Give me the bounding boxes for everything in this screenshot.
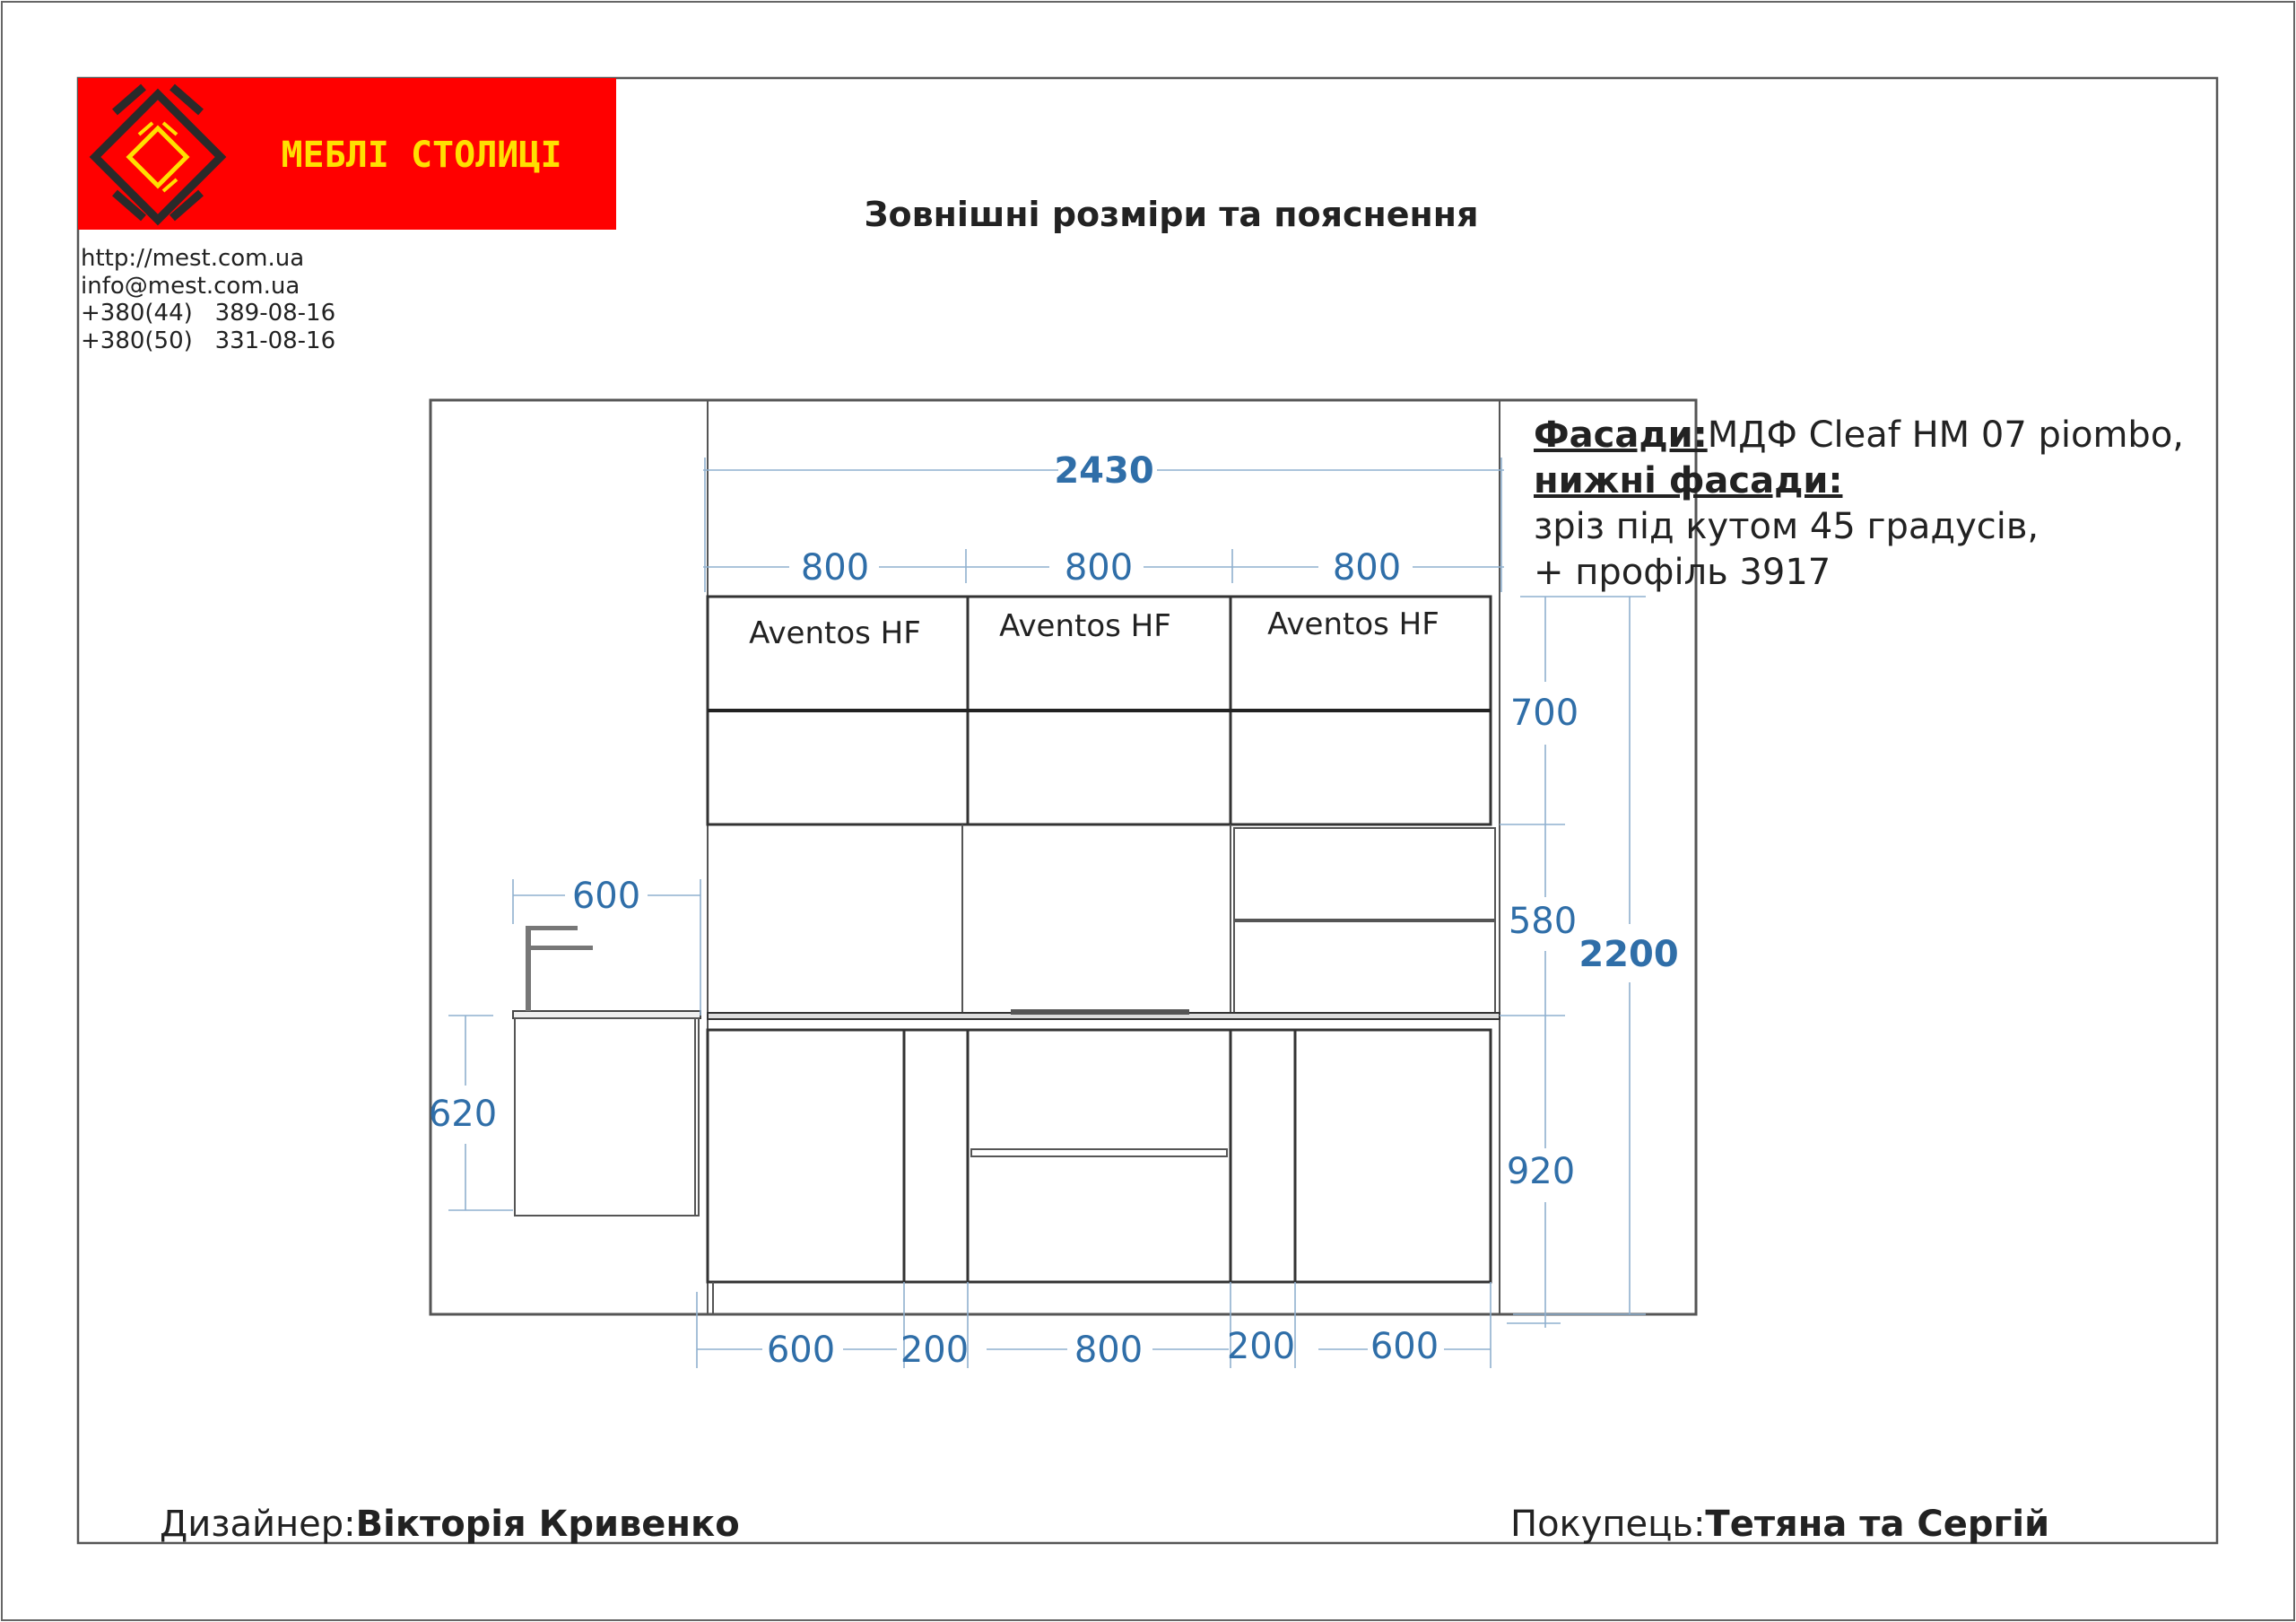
cabinet-label: Aventos HF xyxy=(749,615,921,651)
dimension-labels: 2430 800 800 800 600 620 600 200 800 200… xyxy=(429,450,1679,1371)
designer-label: Дизайнер: xyxy=(160,1504,356,1545)
dim-height: 920 xyxy=(1507,1151,1575,1192)
dim-sink-width: 600 xyxy=(572,876,640,917)
footer: Дизайнер:Вікторія Кривенко Покупець:Тетя… xyxy=(160,1504,2049,1545)
phone-2: +380(50) 331-08-16 xyxy=(81,327,335,354)
upper-cabinets: Aventos HF Aventos HF Aventos HF xyxy=(706,595,1492,826)
designer-name: Вікторія Кривенко xyxy=(356,1504,740,1545)
drawer-handle xyxy=(970,1148,1228,1157)
logo-brand-name: МЕБЛІ СТОЛИЦІ xyxy=(281,135,561,176)
svg-text:Покупець:Тетяна та Сергій: Покупець:Тетяна та Сергій xyxy=(1510,1504,2049,1545)
dim-bottom-width: 800 xyxy=(1074,1330,1143,1371)
customer-label: Покупець: xyxy=(1510,1504,1705,1545)
sink-cabinet xyxy=(512,926,701,1216)
dim-upper-width: 800 xyxy=(1065,547,1133,589)
notes-line-4: + профіль 3917 xyxy=(1534,552,1831,593)
dim-bottom-width: 600 xyxy=(1370,1326,1439,1367)
dim-total-width: 2430 xyxy=(1054,450,1153,492)
customer-name: Тетяна та Сергій xyxy=(1705,1504,2049,1545)
dim-upper-width: 800 xyxy=(1333,547,1401,589)
svg-text:Фасади:МДФ Cleaf HM 07 piombo,: Фасади:МДФ Cleaf HM 07 piombo, xyxy=(1534,414,2184,456)
room-elevation xyxy=(429,398,1698,1316)
notes-line-3: зріз під кутом 45 градусів, xyxy=(1534,506,2039,547)
logo-diamond-icon xyxy=(89,83,227,226)
facades-value: МДФ Cleaf HM 07 piombo, xyxy=(1708,414,2184,456)
faucet-icon xyxy=(526,926,593,1011)
dim-bottom-width: 600 xyxy=(767,1330,835,1371)
company-logo: МЕБЛІ СТОЛИЦІ xyxy=(78,78,616,230)
dim-bottom-width: 200 xyxy=(900,1330,969,1371)
page-title: Зовнішні розміри та пояснення xyxy=(865,195,1479,234)
sheet-frame xyxy=(76,76,2219,1545)
dim-total-height: 2200 xyxy=(1578,934,1678,975)
cabinet-label: Aventos HF xyxy=(999,608,1171,644)
facades-label: Фасади: xyxy=(1534,414,1708,456)
lower-facades-label: нижні фасади: xyxy=(1534,460,1842,501)
base-cabinets xyxy=(706,1009,1500,1314)
cabinet-label: Aventos HF xyxy=(1267,606,1439,642)
backsplash-zone xyxy=(961,824,1496,1016)
svg-text:Дизайнер:Вікторія Кривенко: Дизайнер:Вікторія Кривенко xyxy=(160,1504,740,1545)
dim-height: 580 xyxy=(1509,901,1577,942)
website-link[interactable]: http://mest.com.ua xyxy=(81,245,304,272)
hob xyxy=(1011,1009,1189,1015)
phone-1: +380(44) 389-08-16 xyxy=(81,300,335,327)
dim-height: 700 xyxy=(1510,693,1578,734)
material-notes: Фасади:МДФ Cleaf HM 07 piombo, нижні фас… xyxy=(1534,414,2184,593)
email-link[interactable]: info@mest.com.ua xyxy=(81,273,300,300)
dim-bottom-width: 200 xyxy=(1227,1326,1295,1367)
dim-sink-height: 620 xyxy=(429,1094,497,1135)
contact-info: http://mest.com.ua info@mest.com.ua +380… xyxy=(81,245,335,354)
dimension-lines xyxy=(448,458,1646,1368)
dim-upper-width: 800 xyxy=(801,547,869,589)
